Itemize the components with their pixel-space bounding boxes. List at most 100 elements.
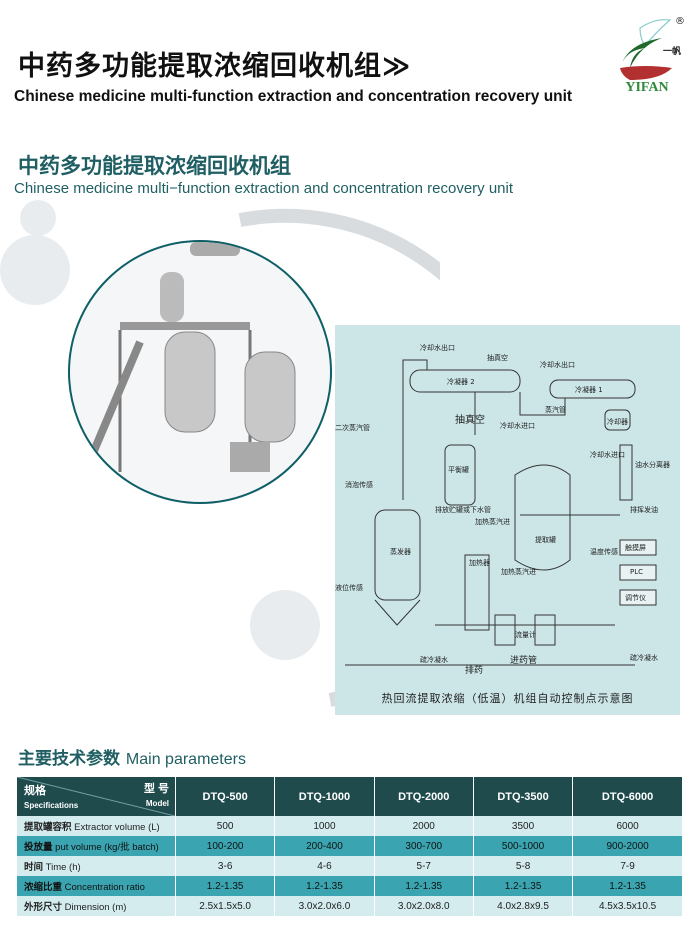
logo-brand: YIFAN [625, 80, 669, 95]
model-en: Model [145, 799, 169, 808]
label-oil-water-separator: 油水分离器 [635, 461, 670, 469]
label-condensate1: 疏冷凝水 [420, 656, 448, 664]
row-label-en: Dimension (m) [64, 902, 127, 913]
section-title: 中药多功能提取浓缩回收机组 [18, 154, 291, 178]
label-heater: 加热器 [469, 559, 490, 567]
label-evaporator: 蒸发器 [390, 548, 411, 556]
label-steam-pipe: 蒸汽管 [545, 406, 566, 414]
table-cell: 3-6 [175, 856, 276, 876]
model-header: DTQ-1000 [274, 777, 375, 816]
spec-en: Specifications [24, 801, 79, 810]
model-header: DTQ-6000 [572, 777, 683, 816]
model-header: DTQ-3500 [473, 777, 574, 816]
table-cell: 4-6 [274, 856, 375, 876]
label-condenser1: 冷凝器 1 [575, 386, 603, 394]
parameters-table: 规格 Specifications 型 号 Model DTQ-500 DTQ-… [17, 777, 683, 916]
control-diagram: 冷却水出口 抽真空 冷凝器 2 冷却水出口 冷凝器 1 二次蒸汽管 抽真空 冷却… [335, 325, 680, 715]
label-flowmeter: 流量计 [515, 631, 536, 639]
double-chevron-icon: ≫ [382, 51, 412, 82]
table-cell: 1.2-1.35 [274, 876, 375, 896]
table-cell: 100-200 [175, 836, 276, 856]
table-header-row: 规格 Specifications 型 号 Model DTQ-500 DTQ-… [17, 777, 683, 816]
decor-bubble [250, 590, 320, 660]
parameters-title-en: Main parameters [125, 751, 246, 768]
label-cooler: 冷却器 [607, 418, 628, 426]
label-heating-steam-in1: 加热蒸汽进 [475, 518, 510, 526]
title-cn: 中药多功能提取浓缩回收机组 [18, 51, 382, 82]
label-temp-sensor: 温度传感 [590, 548, 618, 556]
table-cell: 1.2-1.35 [175, 876, 276, 896]
table-cell: 500 [175, 816, 276, 836]
label-condensate2: 疏冷凝水 [630, 654, 658, 662]
table-cell: 2000 [374, 816, 474, 836]
label-extraction-tank: 提取罐 [535, 536, 556, 544]
yifan-logo: 一帆 ® [600, 8, 690, 103]
label-level-sensor: 液位传感 [335, 584, 363, 592]
table-cell: 7-9 [572, 856, 683, 876]
label-cw-out1: 冷却水出口 [420, 344, 455, 352]
row-label: 浓缩比重 Concentration ratio [17, 876, 176, 896]
table-cell: 3500 [473, 816, 574, 836]
svg-text:®: ® [675, 16, 685, 27]
row-label: 时间 Time (h) [17, 856, 176, 876]
row-label-cn: 时间 [24, 862, 44, 873]
table-cell: 5-7 [374, 856, 474, 876]
corner-header: 规格 Specifications 型 号 Model [17, 777, 176, 816]
row-label-en: put volume (kg/批 batch) [55, 842, 159, 853]
table-cell: 4.5x3.5x10.5 [572, 896, 683, 916]
table-cell: 1.2-1.35 [572, 876, 683, 896]
row-label-cn: 外形尺寸 [24, 902, 63, 913]
label-foam-sensor: 消泡传感 [345, 481, 373, 489]
table-cell: 3.0x2.0x8.0 [374, 896, 474, 916]
table-cell: 1000 [274, 816, 375, 836]
table-cell: 1.2-1.35 [374, 876, 474, 896]
table-cell: 2.5x1.5x5.0 [175, 896, 276, 916]
model-cn: 型 号 [143, 783, 169, 795]
label-vacuum1: 抽真空 [487, 354, 508, 362]
decor-bubble [20, 200, 56, 236]
table-cell: 500-1000 [473, 836, 574, 856]
table-cell: 200-400 [274, 836, 375, 856]
table-cell: 900-2000 [572, 836, 683, 856]
equipment-photo [68, 240, 332, 504]
label-cw-in1: 冷却水进口 [500, 422, 535, 430]
page-title: 中药多功能提取浓缩回收机组≫ [18, 44, 411, 83]
section-subtitle: Chinese medicine multi−function extracti… [14, 180, 514, 197]
row-label-en: Time (h) [45, 862, 81, 873]
parameters-title-cn: 主要技术参数 [18, 749, 120, 769]
diagram-caption: 热回流提取浓缩（低温）机组自动控制点示意图 [381, 692, 634, 705]
table-cell: 6000 [572, 816, 683, 836]
model-header: DTQ-500 [175, 777, 276, 816]
page-subtitle: Chinese medicine multi-function extracti… [14, 88, 573, 105]
label-secondary-steam: 二次蒸汽管 [335, 424, 370, 432]
label-discharge: 排药 [465, 666, 484, 676]
label-vacuum2: 抽真空 [455, 415, 485, 426]
row-label: 投放量 put volume (kg/批 batch) [17, 836, 176, 856]
label-plc: PLC [630, 568, 644, 576]
label-heating-steam-in2: 加热蒸汽进 [501, 568, 536, 576]
label-regulator: 调节仪 [625, 594, 646, 602]
label-volatile-oil: 排挥发油 [630, 506, 658, 514]
row-label: 提取罐容积 Extractor volume (L) [17, 816, 176, 836]
svg-text:一帆: 一帆 [663, 45, 681, 57]
table-cell: 5-8 [473, 856, 574, 876]
label-feed-pipe: 进药管 [510, 656, 538, 666]
row-label-en: Concentration ratio [64, 882, 145, 893]
spec-cn: 规格 [24, 785, 46, 797]
label-cw-out2: 冷却水出口 [540, 361, 575, 369]
model-header: DTQ-2000 [374, 777, 474, 816]
label-cw-in2: 冷却水进口 [590, 451, 625, 459]
decor-bubble [0, 235, 70, 305]
row-label-cn: 浓缩比重 [24, 882, 63, 893]
label-condenser2: 冷凝器 2 [447, 378, 475, 386]
row-label-cn: 投放量 [24, 842, 53, 853]
row-label-cn: 提取罐容积 [24, 822, 72, 833]
label-drain: 排放贮罐或下水管 [435, 506, 491, 514]
table-cell: 300-700 [374, 836, 474, 856]
row-label-en: Extractor volume (L) [74, 822, 160, 833]
